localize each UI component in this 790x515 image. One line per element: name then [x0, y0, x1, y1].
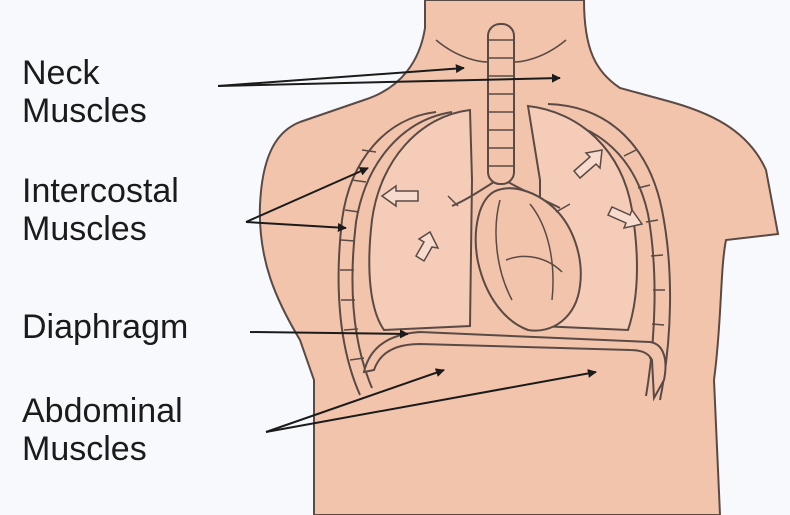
- label-intercostal-line-1: Intercostal: [22, 172, 179, 210]
- label-neck-line-2: Muscles: [22, 92, 147, 130]
- label-diaphragm: Diaphragm: [22, 308, 188, 346]
- label-abdominal-line-1: Abdominal: [22, 392, 183, 430]
- label-abdominal-line-2: Muscles: [22, 430, 183, 468]
- label-intercostal-line-2: Muscles: [22, 210, 179, 248]
- label-neck-line-1: Neck: [22, 54, 147, 92]
- label-abdominal-muscles: Abdominal Muscles: [22, 392, 183, 468]
- label-diaphragm-line-1: Diaphragm: [22, 308, 188, 346]
- label-neck-muscles: Neck Muscles: [22, 54, 147, 130]
- label-intercostal-muscles: Intercostal Muscles: [22, 172, 179, 248]
